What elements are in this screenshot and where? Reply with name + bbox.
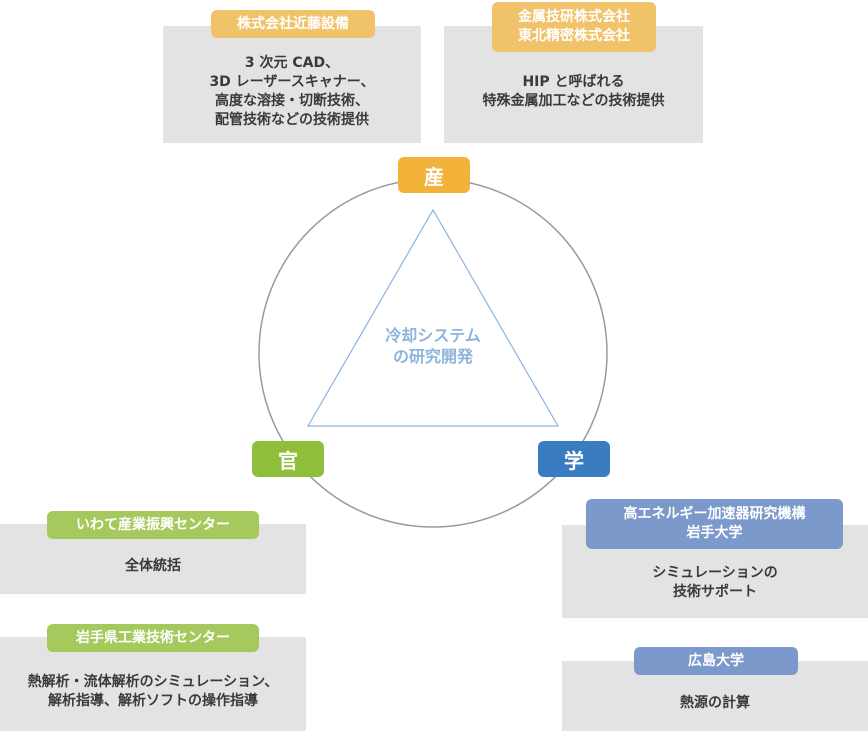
government-box-kogyo: 熱解析・流体解析のシミュレーション、 解析指導、解析ソフトの操作指導 — [0, 637, 306, 731]
industry-tag-kondo: 株式会社近藤設備 — [211, 10, 375, 38]
government-tag-kogyo: 岩手県工業技術センター — [47, 624, 259, 652]
government-desc-iwate-sangyo: 全体統括 — [125, 557, 181, 574]
cooperation-triangle — [306, 208, 560, 427]
government-desc-kogyo: 熱解析・流体解析のシミュレーション、 解析指導、解析ソフトの操作指導 — [27, 674, 279, 709]
academia-desc-hiroshima: 熱源の計算 — [680, 694, 750, 711]
industry-box-kondo: 3 次元 CAD、 3D レーザースキャナー、 高度な溶接・切断技術、 配管技術… — [163, 26, 421, 143]
academia-label: 学 — [538, 441, 610, 477]
industry-desc-kinzoku: HIP と呼ばれる 特殊金属加工などの技術提供 — [482, 73, 665, 109]
academia-desc-kek: シミュレーションの 技術サポート — [652, 564, 778, 600]
government-tag-iwate-sangyo: いわて産業振興センター — [47, 511, 259, 539]
center-label: 冷却システム の研究開発 — [385, 326, 481, 366]
government-label: 官 — [252, 441, 324, 477]
academia-tag-hiroshima: 広島大学 — [634, 647, 798, 675]
industry-tag-kinzoku: 金属技研株式会社 東北精密株式会社 — [492, 2, 656, 52]
academia-tag-kek: 高エネルギー加速器研究機構 岩手大学 — [586, 499, 843, 549]
industry-desc-kondo: 3 次元 CAD、 3D レーザースキャナー、 高度な溶接・切断技術、 配管技術… — [209, 54, 375, 128]
industry-label: 産 — [398, 157, 470, 193]
